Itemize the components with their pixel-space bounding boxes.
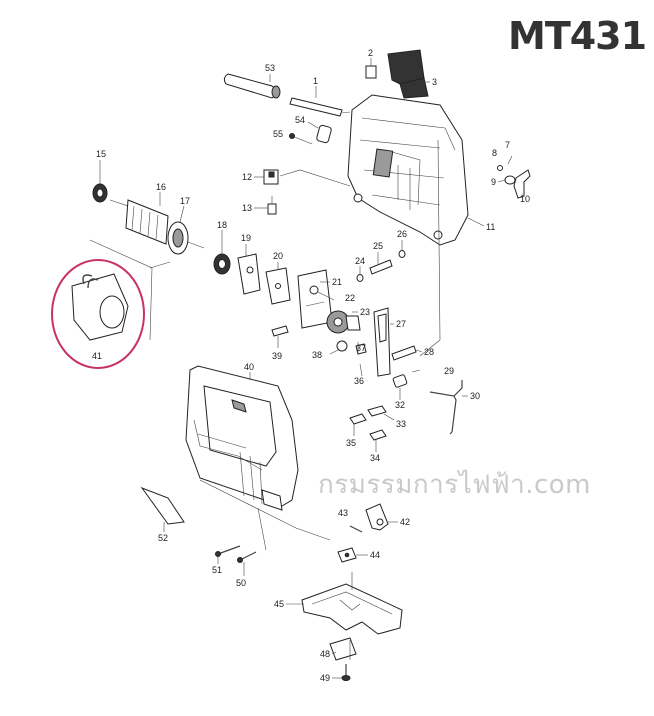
label-9: 9 [491, 177, 496, 187]
part-52-plate [140, 486, 185, 525]
label-29: 29 [444, 366, 454, 376]
part-41-stator [51, 259, 145, 369]
label-54: 54 [295, 115, 305, 125]
part-19-bracket [237, 253, 261, 295]
label-43: 43 [338, 508, 348, 518]
label-53: 53 [265, 63, 275, 73]
label-32: 32 [395, 400, 405, 410]
label-52: 52 [158, 533, 168, 543]
label-45: 45 [274, 599, 284, 609]
part-44-square [337, 547, 357, 563]
part-28-guide [391, 345, 417, 361]
part-24-ring [356, 274, 364, 282]
part-12-holder [263, 169, 279, 185]
part-23-gear [326, 310, 361, 334]
label-55: 55 [273, 129, 283, 139]
label-30: 30 [470, 391, 480, 401]
label-37: 37 [356, 343, 366, 353]
label-28: 28 [424, 347, 434, 357]
part-3-switch [387, 49, 429, 99]
label-44: 44 [370, 550, 380, 560]
label-1: 1 [313, 76, 318, 86]
label-40: 40 [244, 362, 254, 372]
part-1-shaft [289, 97, 351, 117]
label-27: 27 [396, 319, 406, 329]
label-35: 35 [346, 438, 356, 448]
label-49: 49 [320, 673, 330, 683]
label-41: 41 [92, 351, 102, 361]
label-24: 24 [355, 256, 365, 266]
label-18: 18 [217, 220, 227, 230]
label-34: 34 [370, 453, 380, 463]
label-22: 22 [345, 293, 355, 303]
part-16-armature [109, 199, 205, 255]
label-42: 42 [400, 517, 410, 527]
motor-housing [347, 94, 469, 246]
part-54-clip [316, 124, 332, 144]
part-36-39-small [271, 325, 367, 377]
part-50-51-screws [215, 545, 257, 563]
handle-housing [185, 365, 299, 511]
label-21: 21 [332, 277, 342, 287]
label-19: 19 [241, 233, 251, 243]
part-25-bar [369, 259, 393, 275]
label-8: 8 [492, 148, 497, 158]
label-16: 16 [156, 182, 166, 192]
label-38: 38 [312, 350, 322, 360]
part-30-spring [429, 380, 463, 435]
part-13-brush [267, 196, 277, 215]
label-17: 17 [180, 196, 190, 206]
connection-lines [89, 139, 441, 660]
label-3: 3 [432, 77, 437, 87]
part-26-ring [398, 250, 406, 258]
part-29-35-small [349, 369, 421, 441]
label-50: 50 [236, 578, 246, 588]
part-48-49 [329, 637, 357, 681]
part-22-pin [317, 291, 335, 301]
label-51: 51 [212, 565, 222, 575]
part-labels: 53 1 2 3 54 55 7 8 9 10 11 12 13 15 16 1… [92, 48, 530, 683]
part-20-plate [265, 267, 291, 305]
part-45-base [301, 583, 403, 635]
label-36: 36 [354, 376, 364, 386]
label-11: 11 [486, 222, 495, 232]
part-21-plate [297, 269, 333, 329]
model-title: MT431 [508, 14, 647, 58]
label-25: 25 [373, 241, 383, 251]
part-55-screw [289, 133, 313, 145]
part-15-bearing [92, 183, 108, 203]
label-13: 13 [242, 203, 252, 213]
part-53-grip [223, 73, 281, 99]
label-7: 7 [505, 140, 510, 150]
label-12: 12 [242, 172, 252, 182]
label-23: 23 [360, 307, 370, 317]
label-39: 39 [272, 351, 282, 361]
label-10: 10 [520, 194, 530, 204]
label-20: 20 [273, 251, 283, 261]
part-42-43 [349, 503, 389, 533]
label-48: 48 [320, 649, 330, 659]
label-33: 33 [396, 419, 406, 429]
part-7-10-lever [497, 155, 531, 199]
watermark: กรมรรมการไฟฟ้า.com [318, 470, 592, 500]
part-2-block [365, 65, 377, 79]
highlight-circle [51, 259, 145, 369]
part-18-bearing [213, 253, 231, 275]
part-27-plunger [373, 307, 391, 377]
label-26: 26 [397, 229, 407, 239]
label-2: 2 [368, 48, 373, 58]
label-15: 15 [96, 149, 106, 159]
